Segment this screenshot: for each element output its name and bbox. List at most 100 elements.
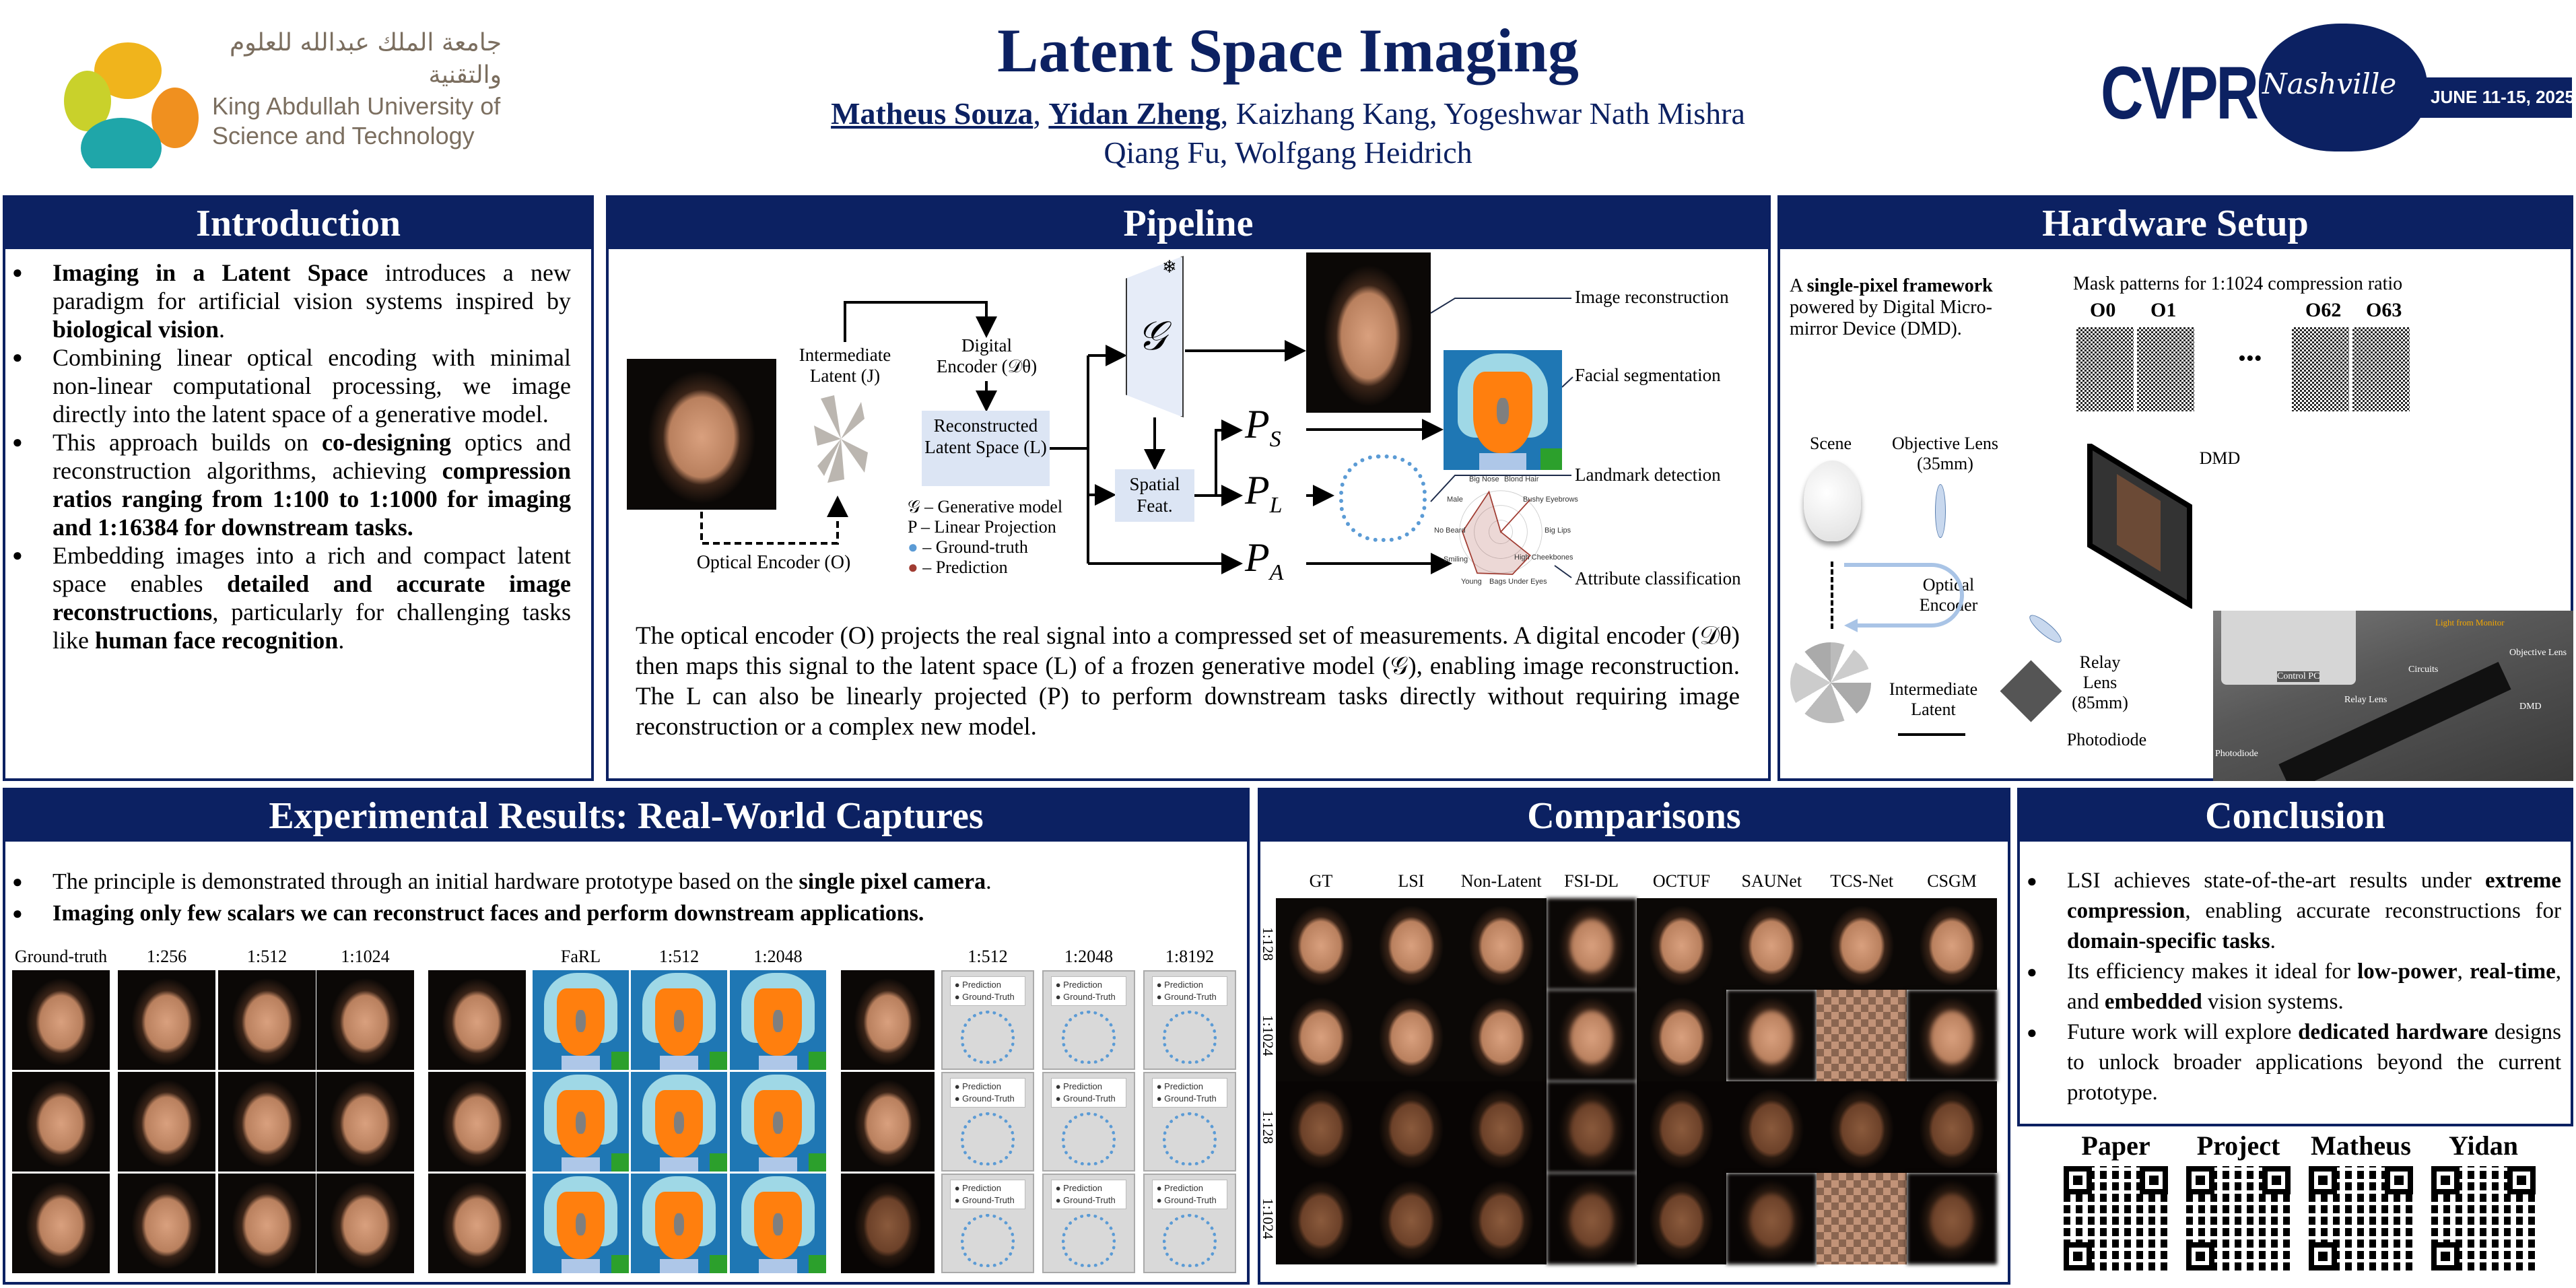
generator-symbol: 𝒢: [1137, 314, 1166, 358]
reconstructed-latent-box: Reconstructed Latent Space (L): [922, 411, 1050, 486]
landmark-column-label: 1:512: [968, 947, 1008, 966]
latent-rose-icon: [1790, 642, 1871, 723]
qr-code-label[interactable]: Project: [2196, 1130, 2280, 1161]
legend-prediction: ● Prediction: [1156, 1183, 1203, 1194]
bullet-text: single pixel camera: [799, 869, 986, 894]
seg-cloth: [809, 1052, 826, 1070]
bullet-text: low-power: [2357, 959, 2458, 984]
bullet-text: co-designing: [321, 429, 451, 456]
segmentation-image: [533, 1072, 629, 1172]
objective-lens-icon: [1935, 484, 1946, 538]
radar-label: High Cheekbones: [1514, 553, 1573, 562]
kaust-name-line1: King Abdullah University of: [212, 92, 501, 120]
qr-code[interactable]: [2309, 1166, 2413, 1270]
recon-face-image: [12, 1072, 110, 1172]
bullet-text: biological vision: [53, 316, 219, 343]
qr-finder-pattern: [2309, 1242, 2337, 1270]
landmark-legend: ● Prediction● Ground-Truth: [1050, 1078, 1127, 1108]
mask-pattern-image: [2352, 327, 2410, 411]
landmark-legend: ● Prediction● Ground-Truth: [949, 1078, 1026, 1108]
qr-code[interactable]: [2431, 1166, 2536, 1270]
bullet-text: dedicated hardware: [2298, 1020, 2488, 1044]
landmark-dots: [1061, 1010, 1116, 1064]
bullet-text: , and: [2067, 959, 2562, 1014]
input-face-image: [627, 359, 776, 510]
bullet-text: This approach builds on: [53, 429, 322, 456]
bullet-item: Future work will explore dedicated hardw…: [2020, 1017, 2561, 1108]
landmark-dots: [1162, 1213, 1217, 1267]
relay-lens-label: Relay Lens (85mm): [2072, 652, 2128, 712]
section-heading: Pipeline: [609, 198, 1768, 249]
optical-encoder-arrow: [1844, 563, 1964, 632]
qr-code[interactable]: [2064, 1166, 2168, 1270]
comparison-face-image: [1817, 898, 1907, 990]
landmark-dots: [960, 1010, 1015, 1064]
bullet-text: Future work will explore: [2067, 1020, 2299, 1044]
recon-face-image: [316, 1174, 414, 1273]
author-link[interactable]: Yidan Zheng: [1048, 96, 1221, 131]
comparison-column-label: CSGM: [1927, 871, 1977, 891]
legend-projection: P – Linear Projection: [908, 517, 1056, 537]
landmark-plot: ● Prediction● Ground-Truth: [1042, 970, 1135, 1070]
bullet-text: .: [986, 869, 992, 894]
latent-arrow: [1898, 733, 1965, 736]
landmark-column-label: 1:2048: [1064, 947, 1114, 966]
seg-nose: [576, 1213, 586, 1235]
bullet-text: Imaging in a Latent Space: [53, 259, 368, 286]
guitar-neck: [2410, 77, 2572, 118]
qr-finder-pattern: [2186, 1242, 2214, 1270]
seg-input-face: [428, 1174, 526, 1273]
projection-pa: PA: [1245, 535, 1284, 585]
comparison-face-image: [1636, 1081, 1727, 1173]
comparison-column-label: TCS-Net: [1830, 871, 1894, 891]
bullet-text: real-time: [2470, 959, 2556, 984]
bullet-text: embedded: [2104, 990, 2202, 1014]
segmentation-image: [533, 970, 629, 1070]
bullet-text: .: [219, 316, 226, 343]
bullet-item: Its efficiency makes it ideal for low-po…: [2020, 957, 2561, 1017]
qr-code-label[interactable]: Yidan: [2448, 1130, 2518, 1161]
seg-cloth: [710, 1052, 727, 1070]
recon-column-label: 1:1024: [341, 947, 390, 966]
landmark-plot: ● Prediction● Ground-Truth: [1042, 1072, 1135, 1172]
mask-label: O63: [2366, 299, 2402, 321]
seg-cloth: [710, 1153, 727, 1172]
recon-column-label: 1:256: [146, 947, 187, 966]
section-heading: Hardware Setup: [1780, 198, 2571, 249]
bullet-text: ,: [2457, 959, 2470, 984]
kaust-name-line2: Science and Technology: [212, 122, 475, 149]
comparison-row-label: 1:1024: [1260, 1198, 1277, 1240]
landmark-plot: ● Prediction● Ground-Truth: [1042, 1174, 1135, 1273]
legend-prediction: ● Prediction: [954, 980, 1001, 990]
qr-finder-pattern: [2186, 1166, 2214, 1194]
qr-finder-pattern: [2385, 1166, 2413, 1194]
generator-block: [1126, 256, 1184, 417]
comparison-face-image: [1817, 1173, 1907, 1264]
landmark-input-face: [841, 970, 935, 1070]
section-heading: Introduction: [5, 198, 591, 249]
landmark-legend: ● Prediction● Ground-Truth: [1151, 1180, 1228, 1210]
landmark-column-label: 1:8192: [1165, 947, 1215, 966]
legend-ground-truth: ● Ground-Truth: [1156, 1093, 1217, 1104]
radar-label: Big Lips: [1545, 527, 1571, 535]
cvpr-city: Nashville: [2262, 67, 2397, 100]
recon-face-image: [12, 970, 110, 1070]
author-link[interactable]: Matheus Souza: [831, 96, 1033, 131]
landmark-plot: ● Prediction● Ground-Truth: [1143, 1174, 1236, 1273]
landmark-legend: ● Prediction● Ground-Truth: [1050, 976, 1127, 1007]
seg-cloth: [809, 1153, 826, 1172]
landmark-dots: [960, 1112, 1015, 1165]
results-panel: Experimental Results: Real-World Capture…: [3, 788, 1250, 1285]
relay-lens-icon: [2026, 611, 2065, 647]
qr-code[interactable]: [2186, 1166, 2291, 1270]
comparison-face-image: [1365, 1081, 1456, 1173]
comparison-face-image: [1546, 898, 1637, 990]
intermediate-latent-label: Intermediate Latent: [1889, 679, 1978, 719]
qr-code-label[interactable]: Matheus: [2311, 1130, 2411, 1161]
qr-code-label[interactable]: Paper: [2081, 1130, 2150, 1161]
qr-finder-pattern: [2064, 1166, 2092, 1194]
bullet-text: LSI achieves state-of-the-art results un…: [2067, 869, 2486, 893]
seg-nose: [674, 1213, 684, 1235]
qr-finder-pattern: [2140, 1166, 2168, 1194]
intermediate-latent-icon: [814, 395, 868, 483]
